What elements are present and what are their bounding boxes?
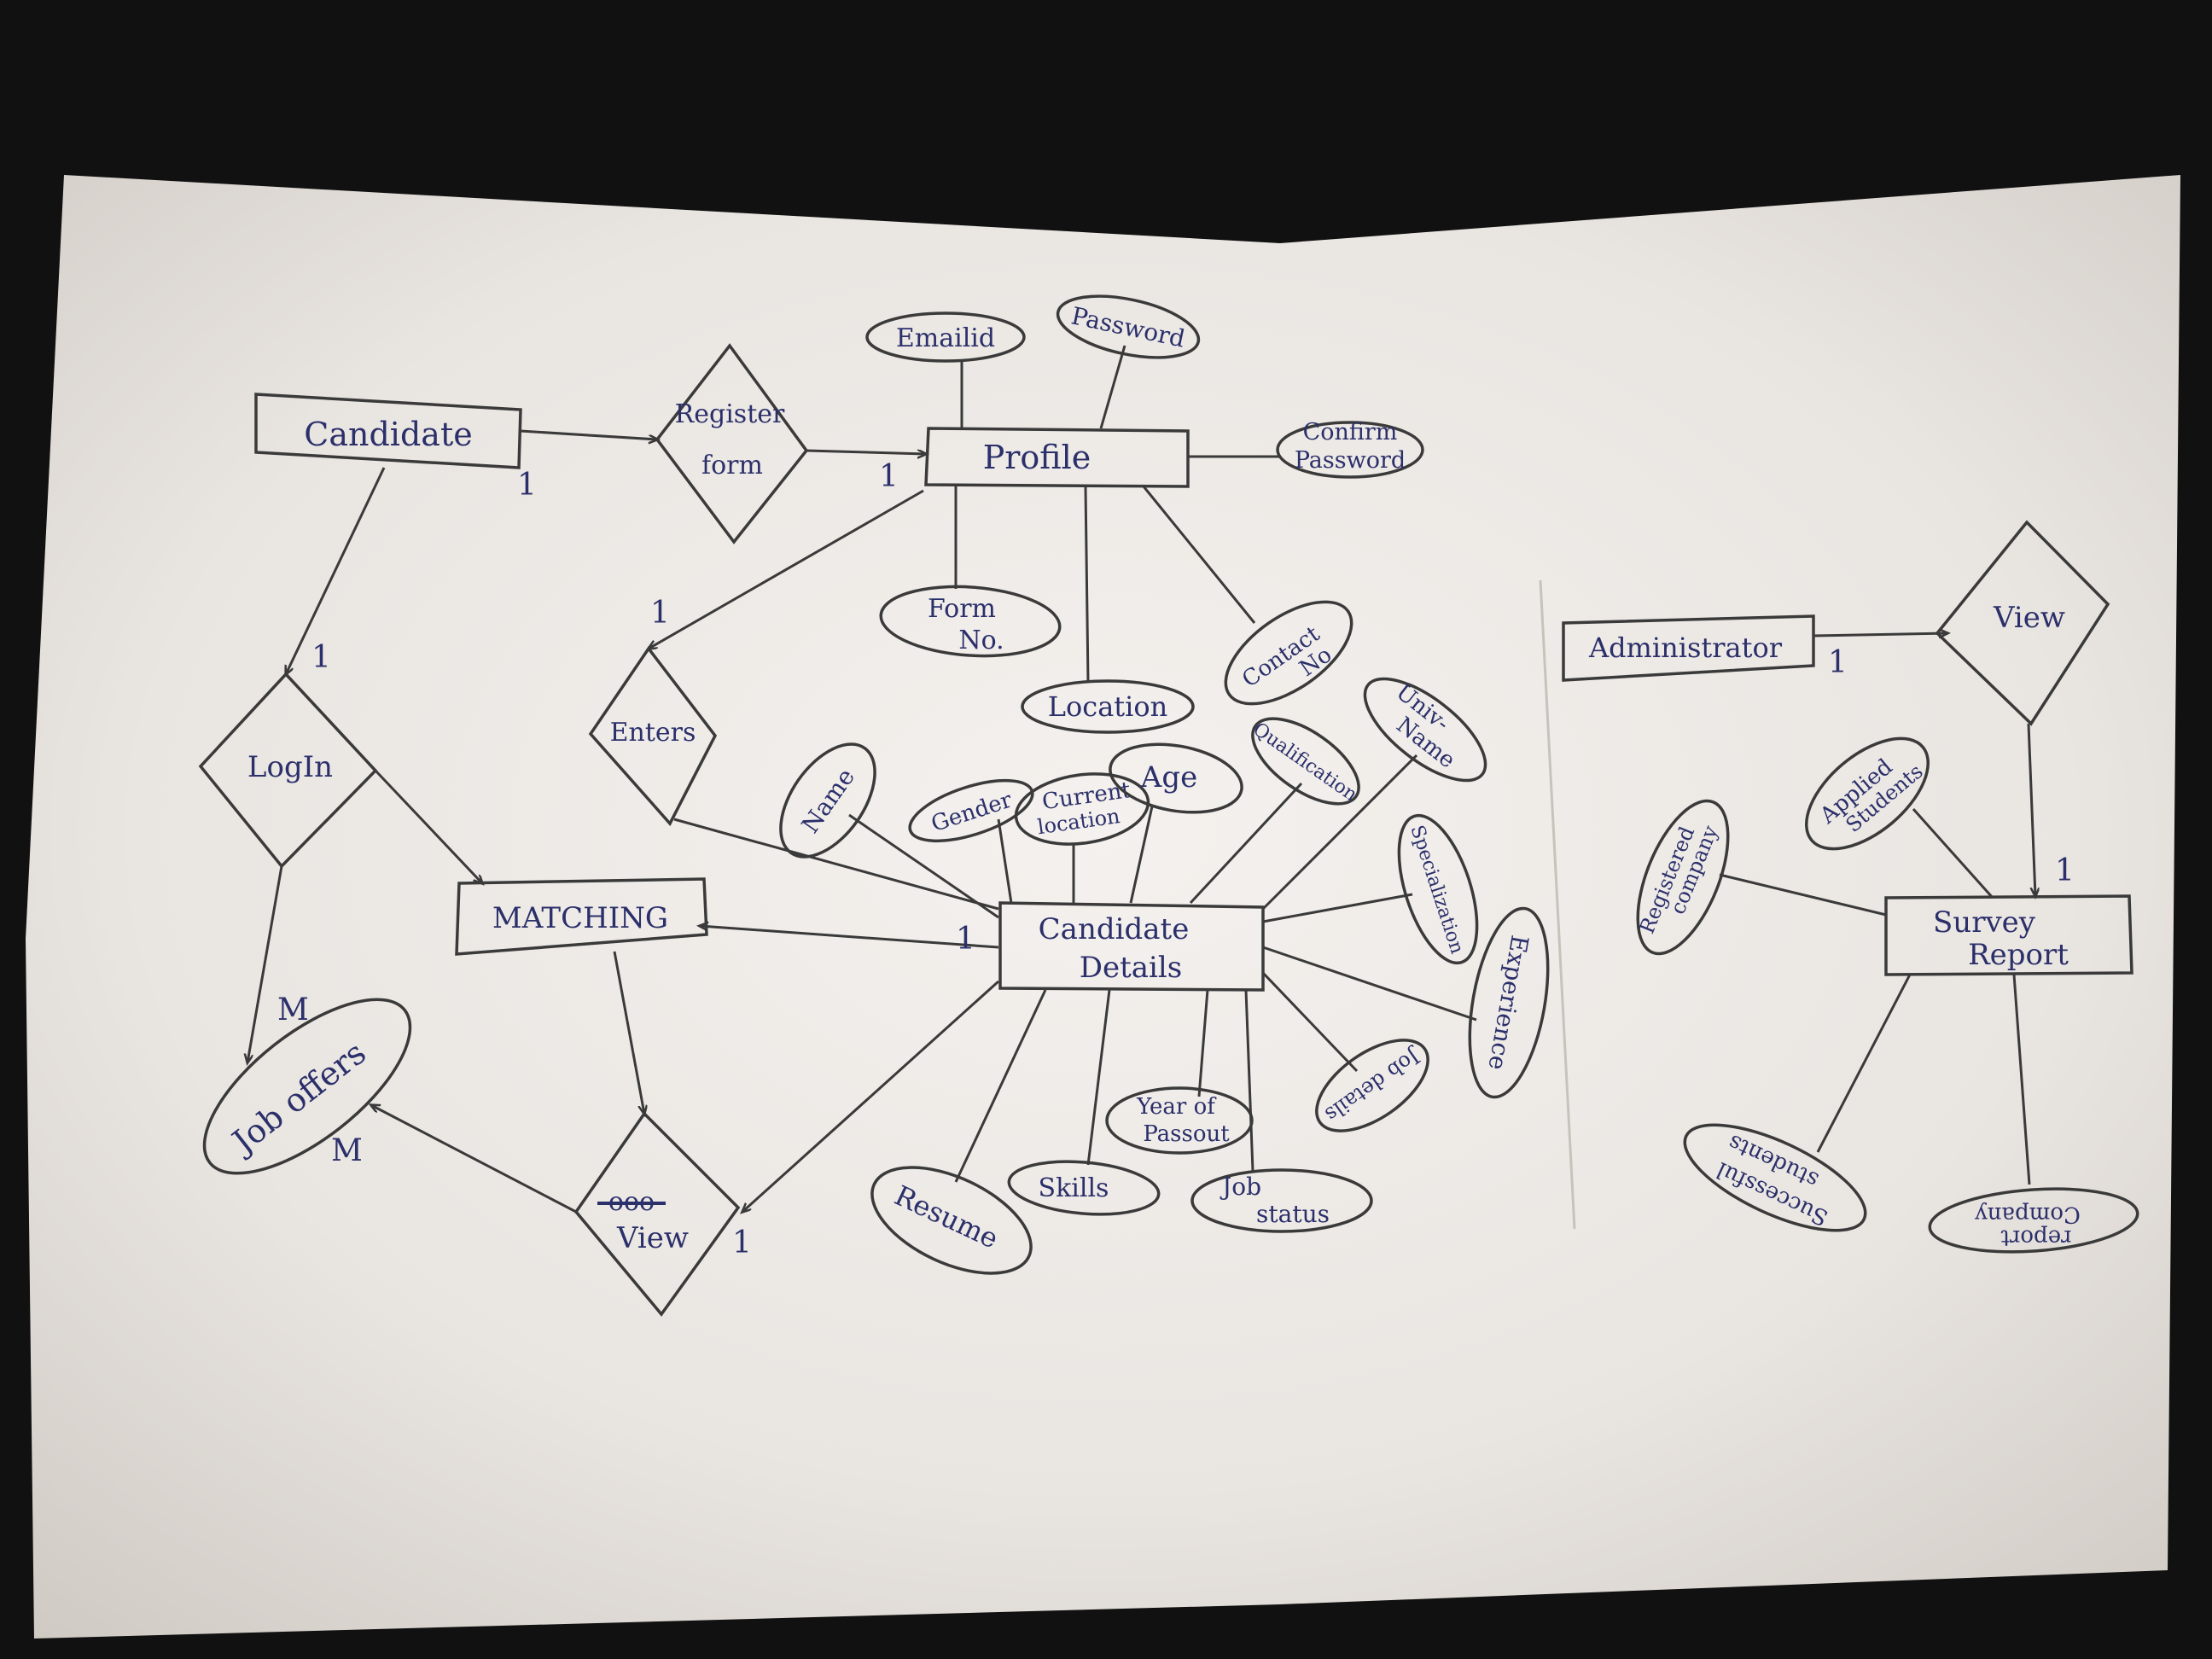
svg-text:Details: Details	[1080, 951, 1183, 985]
attribute-skills: Skills	[1007, 1160, 1161, 1216]
svg-text:1: 1	[2055, 853, 2075, 888]
cardinality-labels: 1 1 1 1 1 1 1 1 M M	[277, 459, 2075, 1260]
svg-text:1: 1	[956, 922, 975, 957]
attribute-year-of-passout: Year of Passout	[1105, 1086, 1254, 1155]
svg-text:Year of: Year of	[1136, 1094, 1217, 1120]
attribute-age: Age	[1109, 742, 1243, 814]
attribute-company-report: Company report	[1928, 1187, 2139, 1254]
svg-text:report: report	[2000, 1225, 2072, 1250]
svg-text:Age: Age	[1140, 760, 1197, 795]
svg-text:Emailid: Emailid	[896, 323, 995, 353]
svg-text:Register: Register	[675, 399, 785, 429]
svg-text:LogIn: LogIn	[247, 750, 333, 784]
relationship-view-left: ooo View	[573, 1111, 741, 1317]
svg-text:Skills: Skills	[1039, 1173, 1109, 1203]
svg-text:Candidate: Candidate	[1039, 912, 1190, 946]
svg-text:View: View	[616, 1221, 689, 1255]
attribute-location: Location	[1021, 679, 1195, 734]
relationship-enters: Enters	[588, 646, 718, 827]
svg-text:1: 1	[1828, 645, 1848, 680]
svg-text:Profile: Profile	[983, 439, 1091, 476]
svg-text:Survey: Survey	[1933, 905, 2036, 940]
relationship-view-right: View	[1935, 520, 2110, 726]
svg-text:form: form	[701, 451, 763, 480]
entity-matching: MATCHING	[455, 877, 708, 956]
svg-text:No.: No.	[958, 626, 1004, 655]
svg-text:Candidate: Candidate	[304, 416, 472, 453]
svg-text:M: M	[331, 1133, 363, 1168]
entity-profile: Profile	[924, 427, 1190, 488]
svg-text:1: 1	[879, 459, 899, 494]
svg-text:1: 1	[517, 468, 537, 503]
entity-candidate-details: Candidate Details	[998, 901, 1265, 992]
svg-text:Passout: Passout	[1143, 1121, 1230, 1147]
svg-text:Password: Password	[1295, 447, 1406, 474]
entity-administrator: Administrator	[1562, 614, 1815, 682]
svg-text:1: 1	[311, 640, 331, 675]
svg-text:MATCHING: MATCHING	[492, 901, 668, 935]
relationship-login: LogIn	[198, 672, 378, 869]
paper-sheet	[26, 175, 2180, 1639]
svg-text:1: 1	[650, 596, 670, 631]
entity-candidate: Candidate	[254, 393, 522, 469]
svg-text:status: status	[1256, 1200, 1330, 1228]
svg-text:M: M	[277, 992, 309, 1027]
relationship-lines	[247, 345, 2035, 1212]
svg-text:Administrator: Administrator	[1588, 632, 1783, 664]
svg-text:Enters: Enters	[610, 718, 696, 748]
attribute-confirm-password: Confirm Password	[1276, 419, 1424, 479]
svg-text:Form: Form	[928, 594, 996, 624]
svg-text:View: View	[1993, 601, 2065, 635]
svg-text:1: 1	[732, 1225, 752, 1260]
svg-text:Company: Company	[1975, 1202, 2081, 1227]
attribute-job-status: Job status	[1190, 1168, 1373, 1233]
svg-text:Confirm: Confirm	[1303, 419, 1398, 445]
svg-text:Job: Job	[1220, 1173, 1261, 1201]
attribute-emailid: Emailid	[865, 311, 1026, 363]
attribute-form-no: Form No.	[879, 585, 1062, 658]
svg-text:Location: Location	[1048, 690, 1167, 723]
paper-fold	[1539, 579, 1576, 1230]
svg-text:Report: Report	[1968, 938, 2069, 972]
entity-survey-report: Survey Report	[1884, 894, 2133, 976]
relationship-register-form: Register form	[655, 343, 809, 544]
